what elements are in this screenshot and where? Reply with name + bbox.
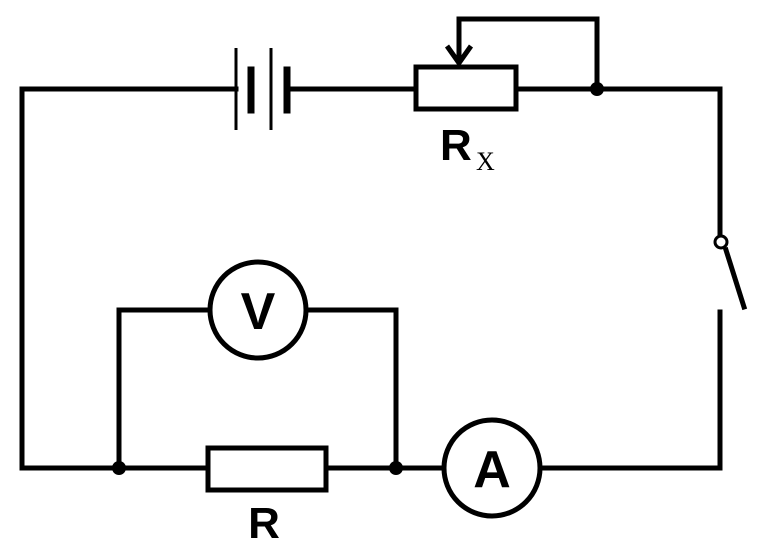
battery <box>234 48 291 130</box>
rheostat-body <box>413 64 519 112</box>
junction-rheostat <box>590 82 604 96</box>
rheostat-arrow-icon <box>444 44 474 68</box>
junction-right <box>389 461 403 475</box>
switch <box>713 234 748 311</box>
ammeter: A <box>441 417 543 519</box>
resistor-body <box>205 445 329 493</box>
rheostat: R X <box>413 44 519 176</box>
switch-lever <box>722 246 748 311</box>
switch-pivot <box>713 234 729 250</box>
rheostat-label: R <box>440 121 472 170</box>
ammeter-circle <box>441 417 543 519</box>
rheostat-subscript: X <box>476 147 495 176</box>
resistor-label: R <box>248 499 280 548</box>
wires <box>19 16 723 471</box>
voltmeter-circle <box>207 259 309 361</box>
voltmeter-label: V <box>241 283 276 341</box>
resistor: R <box>205 445 329 548</box>
ammeter-label: A <box>473 441 511 499</box>
voltmeter: V <box>207 259 309 361</box>
junction-left <box>112 461 126 475</box>
junctions <box>112 82 604 475</box>
